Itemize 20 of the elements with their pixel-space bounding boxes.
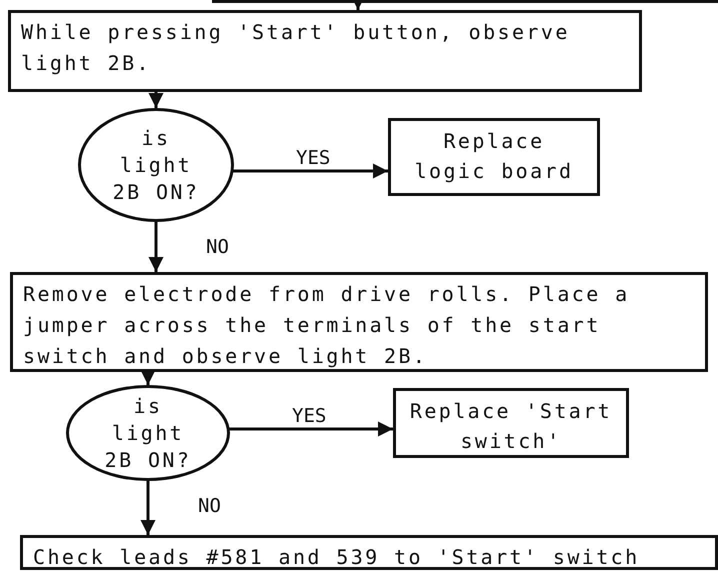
node-text: Replace logic board xyxy=(414,129,574,183)
process-box xyxy=(10,272,708,372)
node-text: Replace 'Start switch' xyxy=(410,399,612,453)
arrow xyxy=(140,370,156,385)
process-box xyxy=(388,118,600,196)
process-box xyxy=(8,10,642,92)
arrow xyxy=(233,164,388,178)
arrow xyxy=(229,422,393,436)
arrow xyxy=(140,481,156,535)
arrow xyxy=(148,222,164,272)
node-text: Check leads #581 and 539 to 'Start' switch xyxy=(33,545,640,569)
node-text: Remove electrode from drive rolls. Place a jumper across the terminals of the start switch and observe light 2B. xyxy=(23,282,630,368)
decision-ellipse xyxy=(66,385,230,481)
node-text: is light 2B ON? xyxy=(112,124,200,206)
process-box xyxy=(20,535,718,570)
node-text: While pressing 'Start' button, observe light 2B. xyxy=(21,20,570,75)
node-text: is light 2B ON? xyxy=(104,392,192,474)
process-box xyxy=(393,388,629,458)
decision-ellipse xyxy=(78,108,234,222)
arrow xyxy=(148,92,164,108)
